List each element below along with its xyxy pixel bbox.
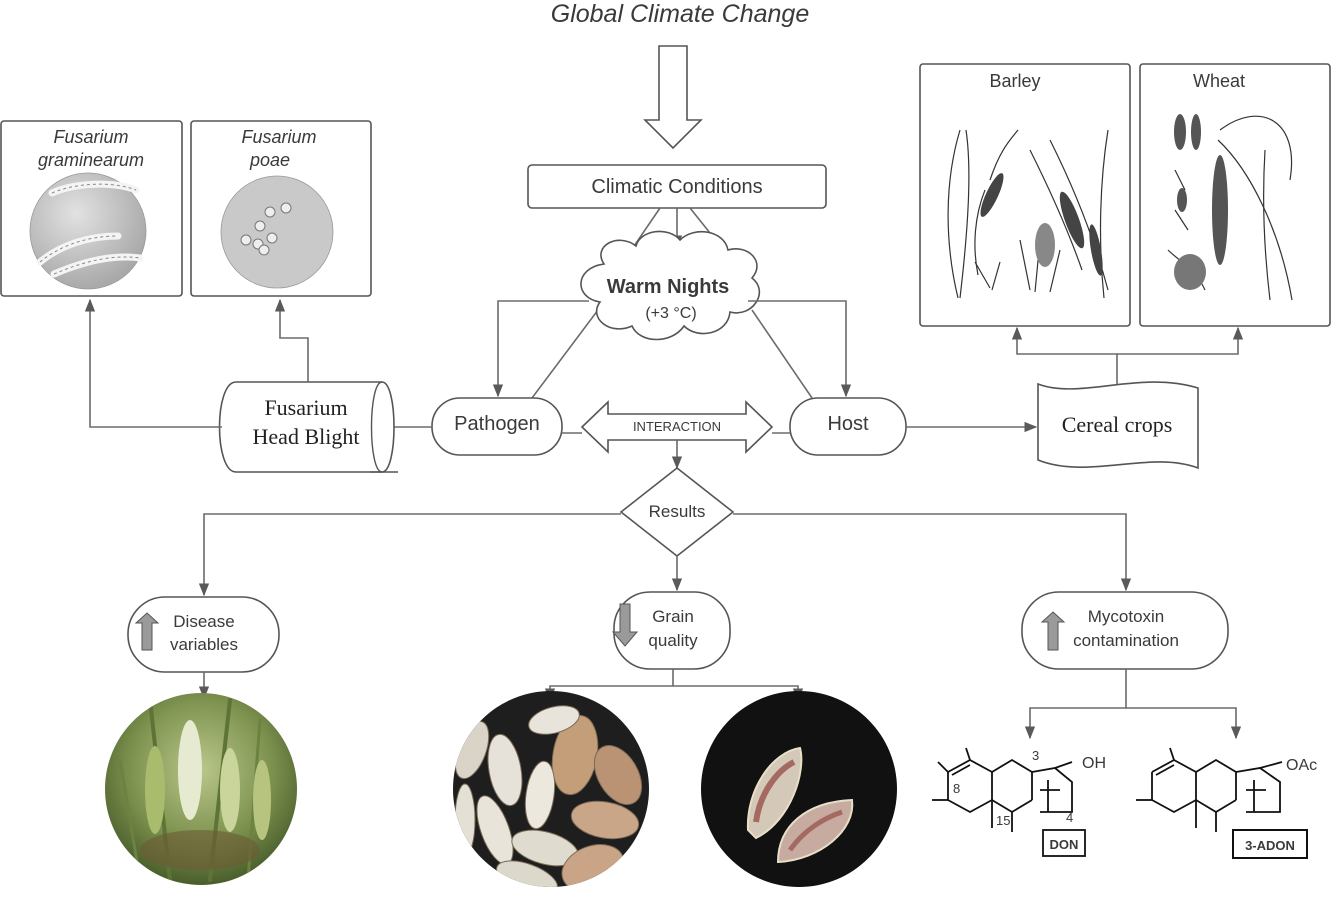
pathogen-node: Pathogen [431, 397, 563, 456]
don-oh-top: OH [1082, 755, 1106, 772]
down-arrow-icon [611, 603, 639, 647]
barley-label: Barley [989, 71, 1040, 91]
cereal-crops-label: Cereal crops [1062, 412, 1173, 437]
triangle-right-edge [751, 309, 813, 399]
svg-text:DON: DON [1050, 837, 1079, 852]
connector-cereal-wheat [1117, 326, 1244, 355]
interaction-arrow: INTERACTION [580, 400, 774, 454]
interaction-label: INTERACTION [633, 419, 721, 434]
connector-mycotoxin-adon [1126, 707, 1242, 740]
host-label: Host [827, 413, 869, 435]
up-arrow-icon [134, 612, 160, 651]
don-number-15: 15 [996, 813, 1010, 828]
warm-nights-label: Warm Nights [607, 276, 730, 298]
outcome-mycotoxin-contamination: Mycotoxin contamination [1021, 591, 1229, 670]
connector-cereal-barley [1011, 326, 1118, 384]
mycotoxin-line2: contamination [1073, 631, 1179, 650]
grain-line1: Grain [652, 607, 694, 626]
warm-nights-cloud: Warm Nights (+3 °C) [580, 230, 760, 341]
disease-line2: variables [170, 635, 238, 654]
panel-fusarium-poae: Fusarium poae [190, 120, 372, 297]
pathogen-label: Pathogen [454, 413, 540, 435]
outcome-disease-variables: Disease variables [127, 596, 280, 673]
fhb-label-line2: Head Blight [253, 424, 360, 449]
fhb-label-line1: Fusarium [264, 395, 347, 420]
graminearum-genus: Fusarium [53, 127, 128, 147]
wheat-illustration-image [1167, 115, 1293, 301]
connector-cloud-host [748, 300, 852, 398]
connector-mycotoxin-don [1024, 669, 1127, 740]
connector-fhb-graminearum [84, 298, 222, 428]
up-arrow-icon [1040, 611, 1066, 651]
poae-genus: Fusarium [241, 127, 316, 147]
don-name-label: DON [1042, 829, 1086, 857]
warm-nights-value: (+3 °C) [645, 305, 696, 322]
infected-wheat-field-image [105, 693, 297, 885]
fusarium-head-blight-node: Fusarium Head Blight [218, 381, 398, 473]
diagram-title: Global Climate Change [551, 0, 809, 28]
don-number-8: 8 [953, 781, 960, 796]
adon-name-label: 3-ADON [1232, 829, 1308, 859]
cereal-crops-node: Cereal crops [1037, 381, 1199, 470]
connector-fhb-poae [274, 298, 309, 382]
results-label: Results [649, 502, 706, 521]
poae-micrograph-image [220, 175, 334, 289]
connector-results-disease [198, 513, 621, 597]
results-node: Results [619, 466, 735, 558]
host-node: Host [789, 397, 907, 456]
climatic-conditions-box: Climatic Conditions [527, 164, 827, 209]
connector-cloud-pathogen [492, 300, 589, 398]
grain-samples-image [453, 691, 649, 887]
big-down-arrow [643, 45, 703, 150]
wheat-label: Wheat [1193, 71, 1245, 91]
panel-fusarium-graminearum: Fusarium graminearum [0, 120, 183, 297]
svg-text:3-ADON: 3-ADON [1245, 838, 1295, 853]
don-structure [932, 747, 1073, 832]
panel-barley: Barley [919, 63, 1131, 327]
poae-species: poae [249, 150, 290, 170]
adon-structure [1136, 747, 1283, 832]
triangle-left-edge [531, 309, 599, 399]
climatic-conditions-label: Climatic Conditions [591, 176, 762, 198]
graminearum-species: graminearum [38, 150, 144, 170]
disease-line1: Disease [173, 612, 234, 631]
damaged-grains-image [701, 691, 897, 887]
outcome-grain-quality: Grain quality [611, 591, 731, 670]
panel-wheat: Wheat [1139, 63, 1331, 327]
connector-results-mycotoxin [733, 513, 1132, 592]
don-number-4: 4 [1066, 810, 1073, 825]
mycotoxin-line1: Mycotoxin [1088, 607, 1165, 626]
grain-line2: quality [648, 631, 698, 650]
don-number-3: 3 [1032, 748, 1039, 763]
adon-oac: OAc [1286, 757, 1317, 774]
